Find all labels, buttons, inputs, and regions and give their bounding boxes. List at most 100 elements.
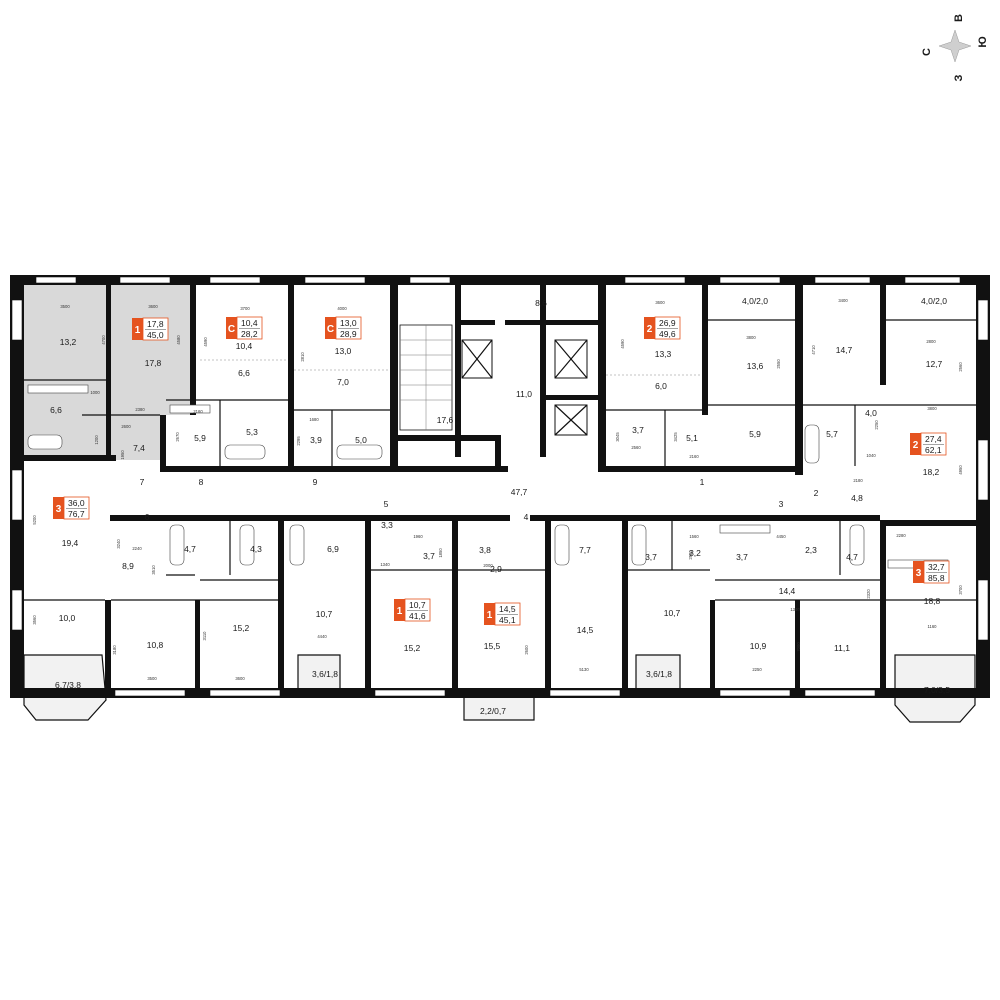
- apartment-type-badge: [132, 318, 143, 340]
- room-area: 3,7: [423, 551, 435, 561]
- dimension-label: 3800: [746, 335, 756, 340]
- door-number: 6: [145, 512, 150, 522]
- room-area: 5,3: [246, 427, 258, 437]
- door-number: 3: [779, 499, 784, 509]
- apartment-tag-a1[interactable]: 1 17,8 45,0: [132, 317, 169, 341]
- room-area: 17,6: [437, 415, 454, 425]
- apartment-type: 2: [647, 324, 653, 335]
- apartment-tag-a8[interactable]: 1 14,5 45,1: [484, 602, 521, 626]
- room-area: 4,8: [851, 493, 863, 503]
- apartment-total-area: 41,6: [409, 611, 426, 621]
- apartment-living-area: 13,0: [340, 318, 357, 328]
- room-area: 13,6: [747, 361, 764, 371]
- dimension-label: 2380: [135, 407, 145, 412]
- apartment-type: 3: [56, 504, 62, 515]
- dimension-label: 3400: [838, 298, 848, 303]
- dimension-label: 2250: [752, 667, 762, 672]
- apartment-living-area: 36,0: [68, 498, 85, 508]
- apartment-type: 1: [135, 325, 141, 336]
- room-areas: 13,2 6,6 17,8 7,4 10,4 6,6 5,9 5,3 13,0 …: [50, 296, 950, 716]
- room-area: 6,0: [655, 381, 667, 391]
- room-area: 3,2: [689, 548, 701, 558]
- apartment-tag-a3[interactable]: С 13,0 28,9: [325, 316, 362, 340]
- apartment-living-area: 17,8: [147, 319, 164, 329]
- room-area: 5,9: [194, 433, 206, 443]
- door-numbers: 7 8 9 6 5 4 1 2 3: [140, 477, 819, 522]
- dimension-label: 2240: [132, 546, 142, 551]
- apartment-type-badge: [910, 433, 921, 455]
- dimension-label: 3700: [958, 585, 963, 595]
- room-area: 10,9: [750, 641, 767, 651]
- room-area: 8,9: [122, 561, 134, 571]
- fixtures: [27, 384, 949, 569]
- room-area: 2,2/0,7: [480, 706, 506, 716]
- room-area: 6,7/3,8: [55, 680, 81, 690]
- partitions: [24, 319, 976, 601]
- dimension-label: 3560: [32, 615, 37, 625]
- apartment-living-area: 14,5: [499, 604, 516, 614]
- dimension-label: 3600: [148, 304, 158, 309]
- room-area: 7,0/3,5: [924, 685, 950, 695]
- room-area: 11,0: [516, 389, 532, 399]
- room-area: 5,9: [749, 429, 761, 439]
- apartment-living-area: 32,7: [928, 562, 945, 572]
- dimension-label: 5130: [579, 667, 589, 672]
- apartment-tag-a9[interactable]: 3 32,7 85,8: [913, 560, 950, 584]
- apartment-living-area: 10,7: [409, 600, 426, 610]
- dimension-label: 1340: [790, 607, 800, 612]
- apartment-tag-a7[interactable]: 1 10,7 41,6: [394, 598, 431, 622]
- apartment-type: 3: [916, 568, 922, 579]
- compass-east: В: [953, 14, 965, 22]
- room-area: 2,9: [490, 564, 502, 574]
- apartment-type: 2: [913, 440, 919, 451]
- outer-walls: [10, 275, 990, 698]
- staircase: [399, 324, 453, 431]
- apartment-living-area: 26,9: [659, 318, 676, 328]
- apartment-type: 1: [487, 610, 493, 621]
- dimension-label: 3045: [615, 432, 620, 442]
- elevators: [461, 339, 588, 436]
- dimension-label: 3500: [147, 676, 157, 681]
- room-area: 13,3: [655, 349, 672, 359]
- dimension-label: 1960: [413, 534, 423, 539]
- room-area: 8,6: [535, 298, 547, 308]
- room-area: 5,7: [826, 429, 838, 439]
- dimension-label: 2560: [958, 362, 963, 372]
- dimension-label: 3500: [60, 304, 70, 309]
- interior-walls: [24, 285, 976, 690]
- door-number: 7: [140, 477, 145, 487]
- apartment-tag-a4[interactable]: 2 26,9 49,6: [644, 316, 681, 340]
- dimension-label: 3800: [927, 406, 937, 411]
- dimension-label: 4710: [811, 345, 816, 355]
- apartment-type-badge: [325, 317, 336, 339]
- room-area: 15,2: [233, 623, 250, 633]
- room-area: 4,0/2,0: [742, 296, 768, 306]
- room-area: 3,6/1,8: [646, 669, 672, 679]
- room-area: 7,0: [337, 377, 349, 387]
- door-number: 4: [524, 512, 529, 522]
- room-area: 5,0: [355, 435, 367, 445]
- apartment-tag-a2[interactable]: С 10,4 28,2: [226, 316, 263, 340]
- dimension-label: 4450: [776, 534, 786, 539]
- dimension-label: 4590: [620, 339, 625, 349]
- apartment-tag-a6[interactable]: 3 36,0 76,7: [53, 496, 90, 520]
- apartment-type-badge: [53, 497, 64, 519]
- dimension-label: 1560: [689, 534, 699, 539]
- dimension-label: 1950: [120, 450, 125, 460]
- dimension-label: 2580: [688, 550, 693, 560]
- room-area: 3,7: [736, 552, 748, 562]
- balcony-left: [23, 654, 107, 721]
- apartment-total-area: 49,6: [659, 329, 676, 339]
- apartment-tag-a5[interactable]: 2 27,4 62,1: [910, 432, 947, 456]
- room-area: 17,8: [145, 358, 162, 368]
- dimension-label: 2000: [483, 563, 493, 568]
- dimension-label: 1680: [309, 417, 319, 422]
- dimension-label: 3110: [202, 631, 207, 641]
- room-area: 3,7: [632, 425, 644, 435]
- compass-south: Ю: [977, 36, 989, 47]
- room-area: 4,0: [865, 408, 877, 418]
- apartment-total-area: 45,1: [499, 615, 516, 625]
- apartment-type-badge: [913, 561, 924, 583]
- apartment-type-badge: [394, 599, 405, 621]
